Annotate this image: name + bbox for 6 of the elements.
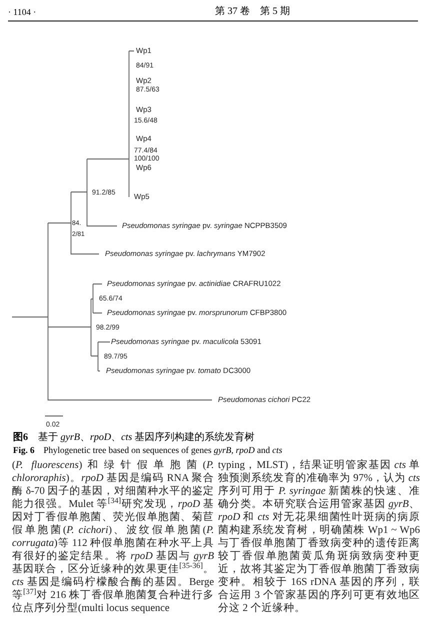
figure-caption: Fig. 6 Phylogenetic tree based on sequences of genes gyrB, rpoD and cts [13, 445, 282, 456]
page-number: · 1104 · [8, 7, 36, 17]
figure-caption: 图6 基于 gyrB、rpoD、cts 基因序列构建的系统发育树 [13, 432, 255, 444]
body-paragraph: (P. fluorescens)和绿针假单胞菌(P. chlororaphis)。rpoD 基因是编码 RNA 聚合酶 δ-70 因子的基因，对细菌种水平的鉴定能力很强。Mulet 等$^{[34]}$研究发现，rpoD 基因对丁香假单胞菌、荧光假单胞菌、菊苣假单胞菌(P. cichori)、波纹假单胞菌(P. corrugata)等 112 种假单胞菌在种水平上具有很好的鉴定结果。将 rpoD 基因与 gyrB 基因联合，区分近缘种的效果更佳$^{[35-36]}$。cts 基因是编码柠檬酸合酶的基因。Berge 等$^{[37]}$对 216 株丁香假单胞菌复合种进行多位点序列分型(multi locus sequence [12, 459, 214, 615]
body-paragraph: typing，MLST)，结果证明管家基因 cts 单独预测系统发育的准确率为 97%，认为 cts 序列可用于 P. syringae 新菌株的快速、准确分类。本研究联合运用管家基因 gyrB、rpoD 和 cts 对无花果细菌性叶斑病的病原菌构建系统发育树，明确菌株 Wp1 ~ Wp6 与丁香假单胞菌丁香致病变种的遗传距离较丁香假单胞菌黄瓜角斑病致病变种更近，故将其鉴定为丁香假单胞菌丁香致病变种。相较于 16S rDNA 基因的序列，联合运用 3 个管家基因的序列可更有效地区分这 2 个近缘种。 [218, 459, 420, 615]
issue-info: 第 37 卷 第 5 期 [215, 6, 290, 18]
